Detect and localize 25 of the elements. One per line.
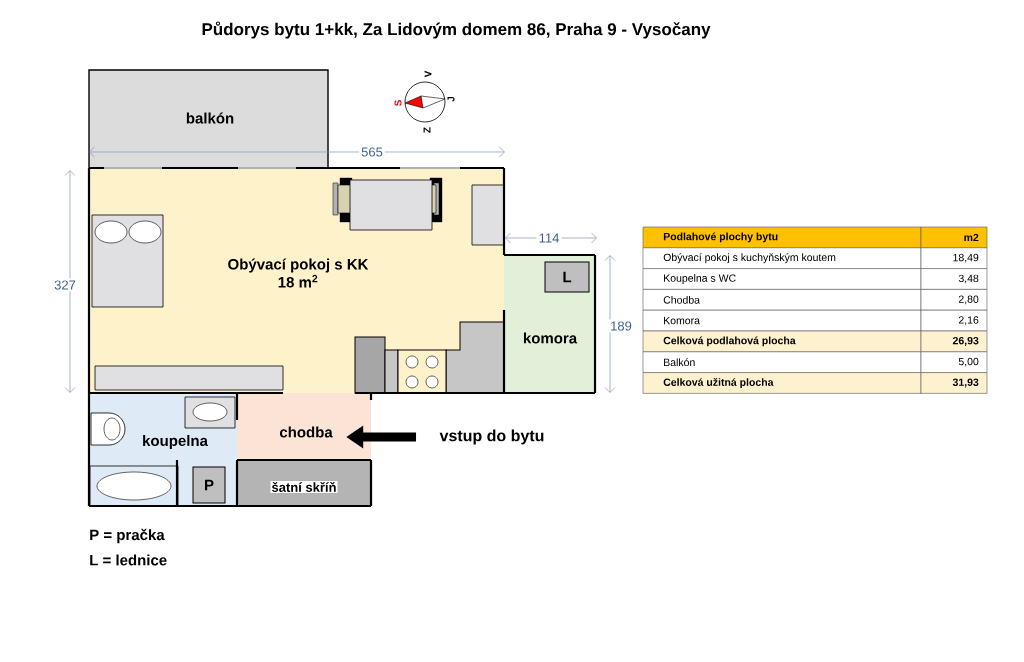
table-cell: 2,16 <box>920 309 988 332</box>
table-cell: 5,00 <box>920 351 988 373</box>
table-cell: m2 <box>920 226 988 249</box>
compass-letter: S <box>394 100 402 107</box>
entrance-label: vstup do bytu <box>439 429 544 445</box>
legend-note: L = lednice <box>90 554 167 566</box>
dimension-label: 189 <box>608 319 634 333</box>
title: Půdorys bytu 1+kk, Za Lidovým domem 86, Praha 9 - Vysočany <box>202 21 711 39</box>
legend-note: P = pračka <box>90 528 165 544</box>
table-cell: 31,93 <box>920 372 988 394</box>
compass-letter: J <box>447 96 455 102</box>
table-cell: 3,48 <box>920 268 988 290</box>
room-area: chodba <box>237 393 371 460</box>
dimension-label: 327 <box>52 278 78 292</box>
dimension-label: 565 <box>359 145 385 159</box>
balcony-area: balkón <box>89 70 328 168</box>
appliance-box: P <box>192 466 226 504</box>
compass-letter: V <box>424 70 432 78</box>
table-cell: 26,93 <box>920 330 988 353</box>
table-cell: 2,80 <box>920 289 988 311</box>
table-cell: 18,49 <box>920 247 988 269</box>
compass-letter: Z <box>423 127 431 133</box>
dimension-label: 114 <box>536 231 562 245</box>
appliance-box: L <box>544 261 590 293</box>
wardrobe-area: šatní skříň <box>237 460 371 506</box>
